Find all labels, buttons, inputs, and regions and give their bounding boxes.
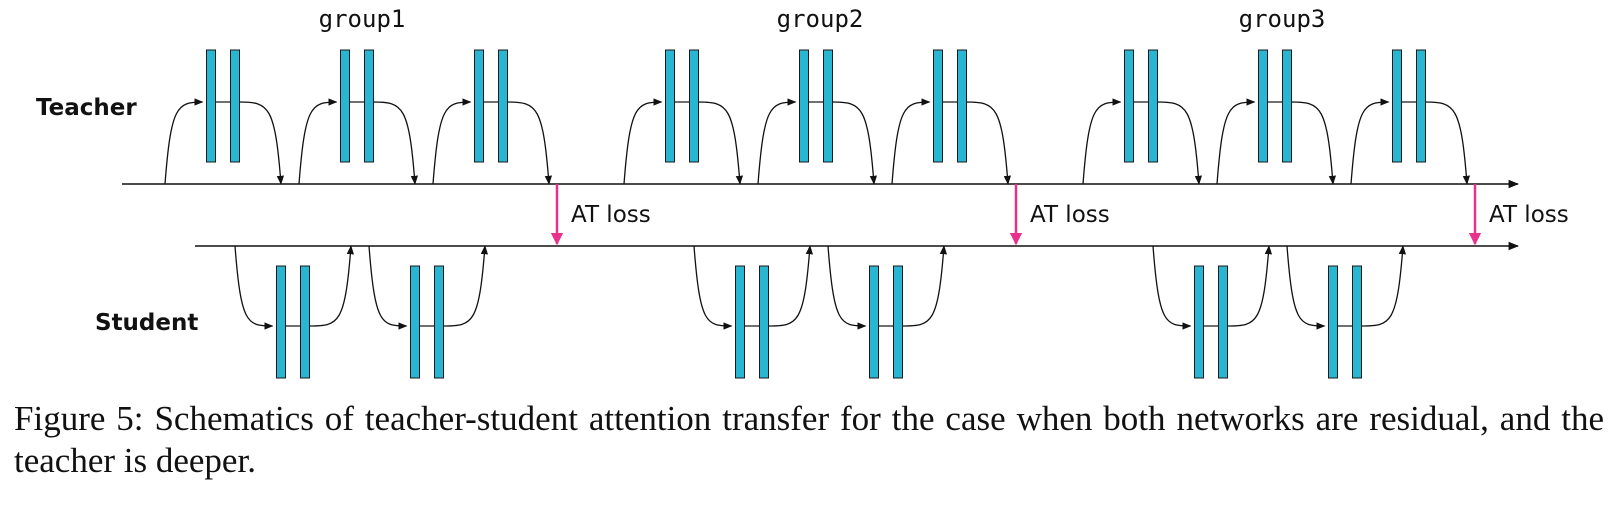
conv-layer-bar [474, 49, 484, 163]
block-input-arrow [1216, 98, 1256, 185]
at-loss-label: AT loss [571, 202, 651, 228]
teacher-block-g2-2 [757, 49, 878, 185]
block-input-arrow [298, 98, 338, 185]
teacher-block-g2-1 [623, 49, 744, 185]
block-output-arrow [902, 245, 948, 327]
conv-layer-bar [230, 49, 240, 163]
block-input-arrow [164, 98, 204, 185]
conv-layer-bar [689, 49, 699, 163]
conv-layer-bar [735, 265, 745, 379]
conv-layer-bar [1218, 265, 1228, 379]
at-loss-label: AT loss [1489, 202, 1569, 228]
conv-layer-bar [364, 49, 374, 163]
block-output-arrow [309, 245, 355, 327]
block-output-arrow [443, 245, 489, 327]
conv-layer-bar [933, 49, 943, 163]
conv-layer-bar [1352, 265, 1362, 379]
block-input-arrow [1350, 98, 1390, 185]
conv-layer-bar [410, 265, 420, 379]
figure-caption: Figure 5: Schematics of teacher-student … [14, 399, 1604, 480]
block-input-arrow [1152, 245, 1192, 330]
block-input-arrow [1082, 98, 1122, 185]
block-input-arrow [623, 98, 663, 185]
conv-layer-bar [434, 265, 444, 379]
conv-layer-bar [823, 49, 833, 163]
block-input-arrow [234, 245, 274, 330]
attention-transfer-diagram: group1 group2 group3 Teacher Student AT … [36, 5, 1569, 379]
group3-label: group3 [1239, 5, 1326, 33]
at-loss-arrows: AT loss AT loss AT loss [550, 184, 1569, 246]
conv-layer-bar [1124, 49, 1134, 163]
student-block-g2-1 [693, 245, 814, 379]
conv-layer-bar [1282, 49, 1292, 163]
teacher-block-g1-1 [164, 49, 285, 185]
block-input-arrow [368, 245, 408, 330]
conv-layer-bar [276, 265, 286, 379]
teacher-block-g3-3 [1350, 49, 1471, 185]
conv-layer-bar [799, 49, 809, 163]
conv-layer-bar [957, 49, 967, 163]
conv-layer-bar [1328, 265, 1338, 379]
teacher-block-g1-3 [432, 49, 553, 185]
block-output-arrow [1157, 101, 1203, 185]
conv-layer-bar [665, 49, 675, 163]
conv-layer-bar [1194, 265, 1204, 379]
conv-layer-bar [893, 265, 903, 379]
teacher-block-g2-3 [891, 49, 1012, 185]
block-input-arrow [827, 245, 867, 330]
conv-layer-bar [1392, 49, 1402, 163]
teacher-block-g3-1 [1082, 49, 1203, 185]
block-output-arrow [373, 101, 419, 185]
block-input-arrow [1286, 245, 1326, 330]
teacher-label: Teacher [36, 95, 137, 121]
conv-layer-bar [498, 49, 508, 163]
block-output-arrow [1425, 101, 1471, 185]
at-loss-arrow-3: AT loss [1468, 184, 1569, 246]
student-block-g3-1 [1152, 245, 1273, 379]
block-output-arrow [768, 245, 814, 327]
block-input-arrow [432, 98, 472, 185]
at-loss-arrow-1: AT loss [550, 184, 651, 246]
block-output-arrow [507, 101, 553, 185]
teacher-block-g3-2 [1216, 49, 1337, 185]
conv-layer-bar [1258, 49, 1268, 163]
group1-label: group1 [319, 5, 406, 33]
student-block-g1-1 [234, 245, 355, 379]
conv-layer-bar [759, 265, 769, 379]
block-input-arrow [891, 98, 931, 185]
conv-layer-bar [206, 49, 216, 163]
conv-layer-bar [300, 265, 310, 379]
conv-layer-bar [1148, 49, 1158, 163]
block-output-arrow [1291, 101, 1337, 185]
student-block-g1-2 [368, 245, 489, 379]
block-input-arrow [757, 98, 797, 185]
student-label: Student [95, 310, 198, 336]
teacher-block-g1-2 [298, 49, 419, 185]
block-output-arrow [239, 101, 285, 185]
block-output-arrow [698, 101, 744, 185]
residual-blocks [164, 49, 1471, 379]
block-output-arrow [966, 101, 1012, 185]
group2-label: group2 [777, 5, 864, 33]
student-block-g3-2 [1286, 245, 1407, 379]
block-output-arrow [1227, 245, 1273, 327]
student-block-g2-2 [827, 245, 948, 379]
block-input-arrow [693, 245, 733, 330]
block-output-arrow [1361, 245, 1407, 327]
at-loss-arrow-2: AT loss [1009, 184, 1110, 246]
at-loss-label: AT loss [1030, 202, 1110, 228]
block-output-arrow [832, 101, 878, 185]
conv-layer-bar [869, 265, 879, 379]
conv-layer-bar [1416, 49, 1426, 163]
conv-layer-bar [340, 49, 350, 163]
